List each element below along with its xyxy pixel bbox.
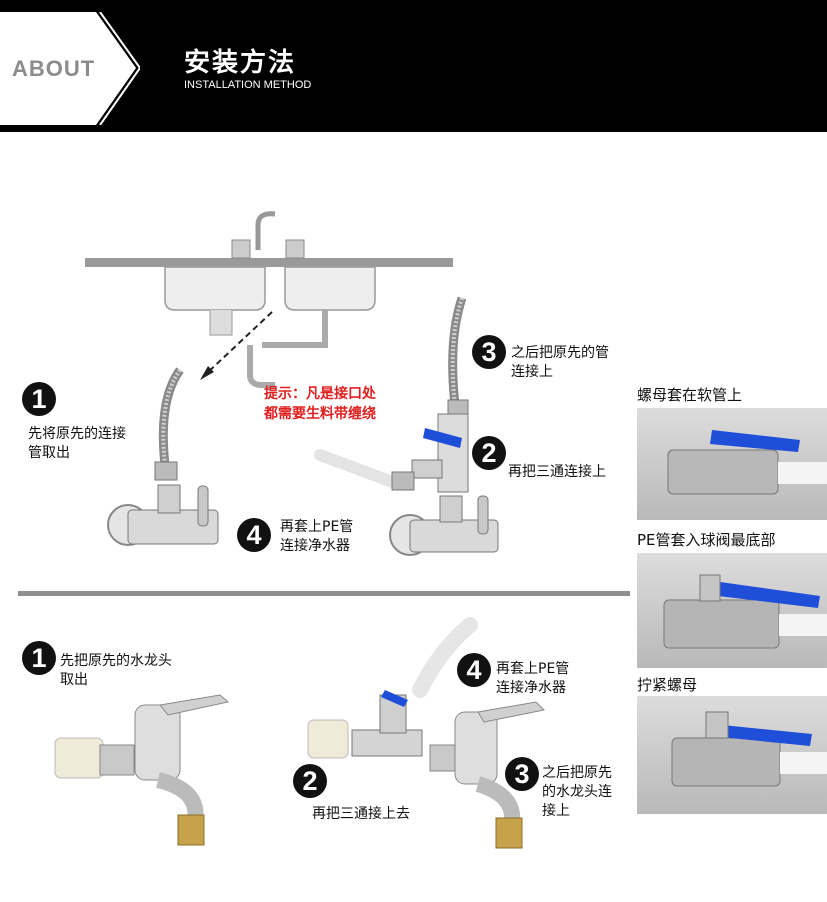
step-text-1: 先将原先的连接 管取出 bbox=[28, 426, 126, 461]
tee-valve-section1 bbox=[314, 399, 499, 556]
page-header: ABOUT 安装方法 INSTALLATION METHOD bbox=[0, 0, 827, 132]
step-number-2: 2 bbox=[472, 436, 506, 470]
s2-step-number-4: 4 bbox=[457, 653, 491, 687]
tip-note: 提示：凡是接口处 都需要生料带缠绕 bbox=[264, 386, 376, 422]
sink-illustration bbox=[85, 211, 453, 388]
s2-step-number-3: 3 bbox=[505, 757, 539, 791]
step-number-4: 4 bbox=[237, 518, 271, 552]
ball-valve-photo-1-art bbox=[667, 430, 827, 495]
step-number-1: 1 bbox=[22, 382, 56, 416]
s2-step-text-4: 再套上PE管 连接净水器 bbox=[496, 661, 570, 696]
photo-caption-3: 拧紧螺母 bbox=[637, 676, 698, 694]
s2-step-text-1: 先把原先的水龙头 取出 bbox=[60, 653, 172, 688]
photo-caption-1: 螺母套在软管上 bbox=[637, 386, 743, 404]
tee-faucet-section2 bbox=[307, 617, 546, 849]
step-number-3: 3 bbox=[472, 335, 506, 369]
ball-valve-photo-2-art bbox=[663, 574, 827, 649]
s2-step-text-2: 再把三通接上去 bbox=[312, 806, 410, 822]
step-text-3: 之后把原先的管 连接上 bbox=[511, 345, 609, 380]
photo-caption-2: PE管套入球阀最底部 bbox=[637, 531, 776, 549]
page-subtitle: INSTALLATION METHOD bbox=[184, 79, 312, 91]
section-divider bbox=[18, 591, 630, 596]
s2-step-number-1: 1 bbox=[22, 641, 56, 675]
s2-step-number-2: 2 bbox=[293, 764, 327, 798]
about-tab-shape bbox=[0, 12, 140, 125]
faucet-left bbox=[54, 694, 230, 846]
step-text-2: 再把三通连接上 bbox=[508, 464, 606, 480]
page-title: 安装方法 bbox=[184, 48, 297, 78]
about-label: ABOUT bbox=[12, 56, 96, 81]
angle-valve-left bbox=[107, 461, 219, 546]
step-text-4: 再套上PE管 连接净水器 bbox=[280, 519, 354, 554]
s2-step-text-3: 之后把原先 的水龙头连 接上 bbox=[542, 765, 612, 819]
ball-valve-photo-3-art bbox=[671, 711, 827, 787]
